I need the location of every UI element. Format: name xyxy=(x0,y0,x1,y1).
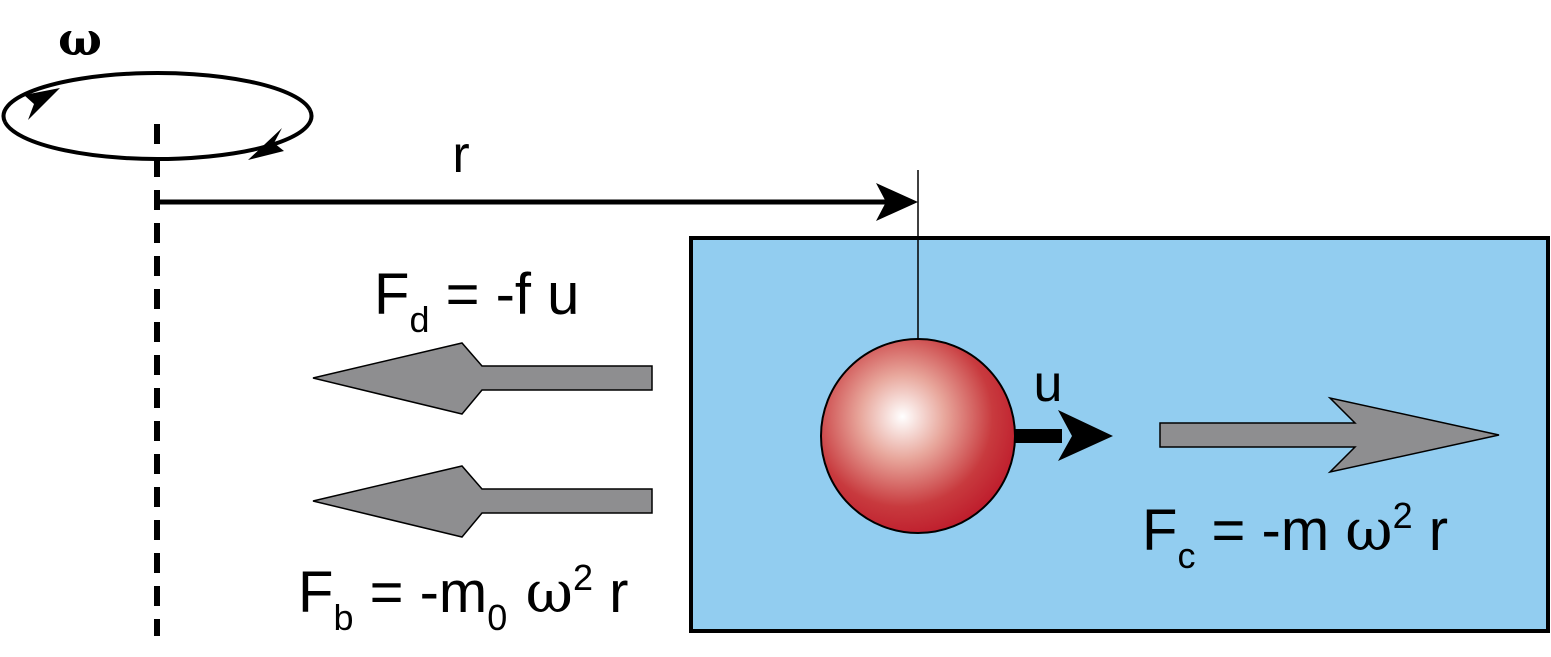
velocity-label: u xyxy=(1034,355,1063,413)
centrifugal-force-label: Fc = -m ω2 r xyxy=(1142,495,1448,576)
centrifugal-force-arrow xyxy=(1159,396,1500,474)
buoyant-force-arrow xyxy=(312,465,653,538)
radius-label: r xyxy=(452,126,469,184)
drag-force-arrow xyxy=(312,342,653,415)
particle-sphere xyxy=(820,338,1016,534)
rotation-arrowhead-top xyxy=(24,88,60,120)
omega-label: ω xyxy=(58,12,102,66)
rotation-ellipse-upper xyxy=(1,71,312,123)
velocity-arrow xyxy=(1010,410,1113,461)
drag-force-label: Fd = -f u xyxy=(374,262,579,340)
radius-arrow: r xyxy=(157,126,918,221)
rotation-ellipse-lower xyxy=(3,109,314,161)
rotation-arrowhead-bottom xyxy=(248,128,284,160)
buoyant-force-label: Fb = -m0 ω2 r xyxy=(298,557,628,638)
rotation-indicator: ω xyxy=(1,12,314,161)
